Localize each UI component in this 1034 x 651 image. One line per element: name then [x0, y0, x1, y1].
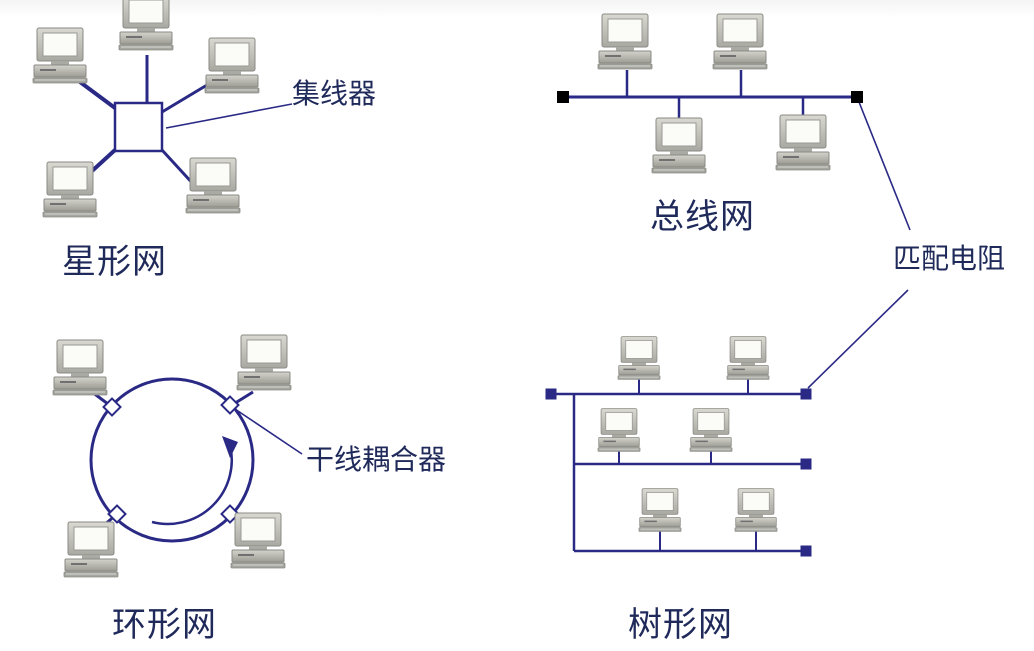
coupler-diamond-3	[107, 504, 127, 524]
tree-computer-5	[638, 488, 682, 532]
star-computer-top	[118, 0, 174, 51]
hub-label: 集线器	[292, 77, 377, 110]
ring-network-title: 环形网	[112, 605, 217, 645]
hub-box	[113, 101, 164, 153]
tree-computer-4	[689, 408, 733, 452]
tree-terminator-3	[800, 545, 812, 557]
tree-computer-3	[597, 408, 641, 452]
star-network-title: 星形网	[62, 242, 167, 282]
bus-network-title: 总线网	[650, 197, 755, 237]
bus-computer-2	[712, 13, 768, 70]
ring-computer-bottom-right	[230, 512, 286, 569]
bus-terminator-right	[851, 91, 863, 103]
terminator-leader-line	[807, 289, 909, 389]
coupler-label: 干线耦合器	[306, 443, 447, 476]
tree-computer-2	[726, 336, 770, 380]
diagram-nodes	[32, 0, 863, 578]
ring-computer-top-left	[52, 339, 108, 396]
tree-computer-6	[734, 488, 778, 532]
star-computer-left	[32, 27, 88, 84]
tree-network-title: 树形网	[628, 605, 733, 645]
coupler-diamond-1	[102, 397, 122, 417]
arrow-head	[222, 436, 238, 458]
hub-leader-line	[165, 103, 293, 129]
ring-computer-bottom-left	[63, 521, 119, 578]
tree-terminator-root	[545, 388, 557, 400]
connection-lines	[78, 55, 911, 553]
cable-line	[161, 83, 208, 114]
bus-computer-1	[597, 13, 653, 70]
tree-terminator-2	[800, 458, 812, 470]
terminator-leader-line	[856, 96, 911, 231]
star-computer-bottom-right	[185, 157, 241, 214]
coupler-diamond-2	[220, 395, 240, 415]
star-computer-bottom-left	[42, 161, 98, 218]
terminator-label: 匹配电阻	[893, 242, 1006, 275]
coupler-diamond-4	[220, 504, 240, 524]
bus-terminator-left	[557, 91, 569, 103]
bus-computer-3	[651, 117, 707, 174]
star-computer-right	[204, 37, 260, 94]
ring-computer-top-right	[236, 334, 292, 391]
cable-line	[78, 80, 117, 110]
tree-terminator-1	[800, 388, 812, 400]
bus-computer-4	[775, 114, 831, 171]
ring-direction-arrow	[151, 444, 233, 526]
coupler-leader-line	[231, 406, 303, 455]
tree-computer-1	[617, 336, 661, 380]
ring-line	[89, 377, 255, 543]
